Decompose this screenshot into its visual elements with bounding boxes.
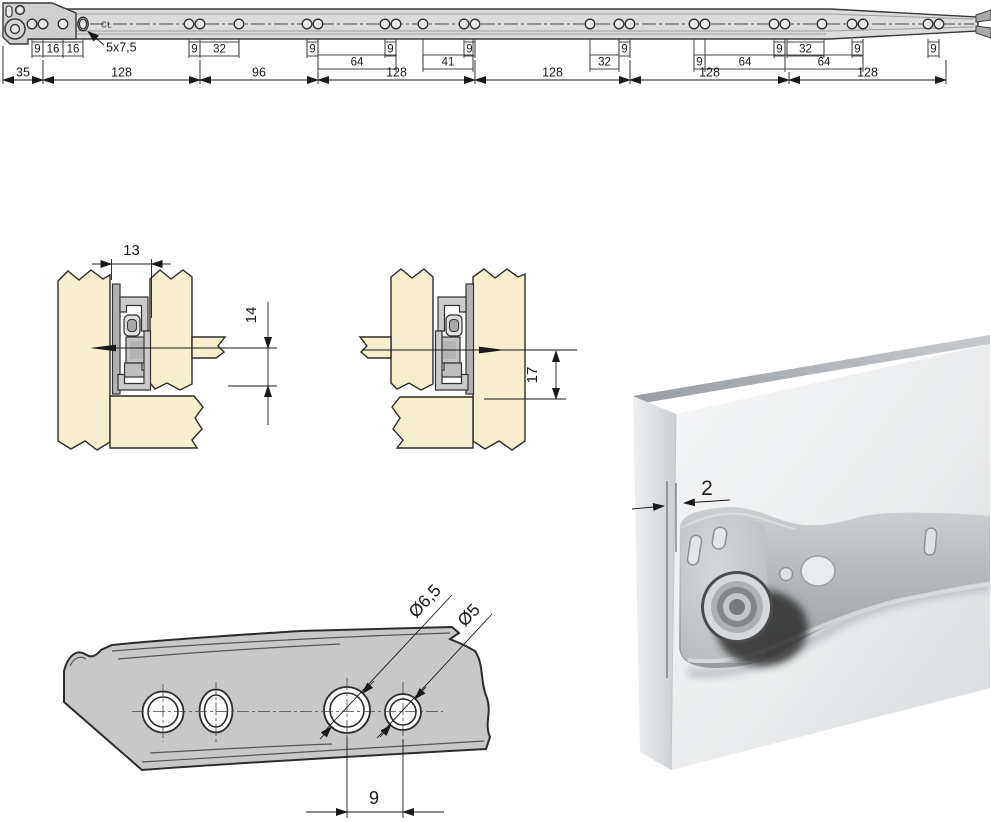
edge-offset-label: 2 — [701, 477, 713, 500]
hole-dim-label: 32 — [799, 44, 812, 56]
segment-dim-label: 96 — [252, 66, 266, 80]
inner-diameter-label: Ø5 — [453, 600, 484, 631]
cabinet-panel — [472, 268, 526, 451]
hole-dim-label: 9 — [776, 44, 782, 56]
drawer-bottom-board — [191, 336, 227, 359]
roller-bearing — [701, 571, 773, 643]
rail-end-tab-bottom — [975, 25, 991, 39]
lower-board — [109, 395, 204, 449]
panel-top-edge — [633, 335, 990, 404]
segment-dim-label: 128 — [542, 66, 563, 80]
slide-profile — [111, 283, 152, 395]
outer-diameter-label: Ø6,5 — [404, 580, 445, 621]
height-dimension: 14 — [228, 302, 277, 425]
hole-dim-label: 32 — [598, 57, 611, 69]
drawer-panel — [149, 269, 193, 391]
segment-dim-label: 128 — [111, 66, 132, 80]
segment-dim-label: 128 — [857, 66, 878, 80]
segment-dim-label: 128 — [386, 66, 407, 80]
rail-detail-lines — [25, 13, 975, 35]
hole-dim-label: 64 — [818, 57, 831, 69]
cabinet-panel — [57, 269, 111, 451]
hole-dim-label: 9 — [34, 44, 40, 56]
drawer-bottom-board — [358, 336, 392, 359]
hole-dim-label: 9 — [466, 44, 472, 56]
centerline-pointer-arrow — [90, 344, 116, 352]
panel-3d-view: 2 — [631, 335, 991, 771]
rail-top-view: CL 9 16 16 9 32 9 9 9 9 9 32 9 9 — [2, 2, 991, 84]
centerline-label: CL — [101, 21, 112, 30]
rail-end-tab-top — [975, 9, 991, 23]
bracket-slot-hole — [5, 5, 13, 18]
hole-spacing-dimension: 9 — [306, 737, 444, 818]
hole-dim-label: 9 — [930, 44, 936, 56]
lower-board — [391, 396, 474, 449]
hole-dim-label: 16 — [67, 44, 80, 56]
hole-dim-label: 64 — [351, 57, 364, 69]
hole-dim-label: 64 — [739, 57, 752, 69]
segment-dim-label: 128 — [699, 66, 720, 80]
hole-dim-label: 9 — [309, 44, 315, 56]
hole-dim-label: 16 — [47, 44, 60, 56]
hole-dim-label: 9 — [621, 44, 627, 56]
slot-callout-label: 5x7,5 — [106, 41, 137, 55]
width-dimension: 13 — [92, 242, 171, 318]
hole-dim-label: 41 — [442, 57, 455, 69]
cross-section-left: 13 14 — [57, 242, 277, 451]
rail-plate-holes — [686, 526, 938, 587]
bracket-wheel-inner — [9, 23, 21, 35]
rail-top-highlight — [681, 512, 796, 530]
hole-dim-label: 9 — [191, 44, 197, 56]
rail-profile-fold-lines — [69, 632, 485, 763]
drawer-panel — [390, 268, 434, 391]
edge-offset-dimension: 2 — [631, 477, 731, 678]
centerline-pointer-arrow — [479, 346, 505, 354]
height-dimension: 17 — [484, 350, 566, 400]
height-dim-label: 14 — [243, 307, 260, 324]
panel-edge-line — [670, 413, 677, 771]
cross-section-right: 17 — [358, 268, 577, 451]
segment-dimension-chain: 35 128 96 128 128 128 128 — [2, 46, 947, 84]
panel-side-face — [633, 396, 676, 770]
lower-dimension-row: 64 41 32 9 64 64 — [317, 39, 864, 72]
segment-dim-label: 35 — [16, 66, 30, 80]
hole-dim-label: 9 — [696, 57, 702, 69]
slot-callout: 5x7,5 — [87, 30, 137, 55]
width-dim-label: 13 — [123, 242, 140, 259]
slide-profile-mirrored — [434, 283, 475, 395]
height-dim-label: 17 — [524, 367, 541, 384]
hole-spacing-label: 9 — [369, 788, 379, 808]
hole-centerlines — [132, 678, 443, 742]
hole-dim-label: 32 — [213, 44, 226, 56]
bracket-round-hole — [14, 4, 26, 16]
rail-profile-body — [63, 625, 492, 772]
hole-dim-label: 9 — [387, 44, 393, 56]
hole-dim-label: 9 — [854, 44, 860, 56]
rail-mounting-holes — [26, 16, 945, 32]
rail-hole-profile-view: Ø6,5 Ø5 9 — [63, 580, 493, 818]
rail-bottom-fold — [687, 582, 991, 664]
